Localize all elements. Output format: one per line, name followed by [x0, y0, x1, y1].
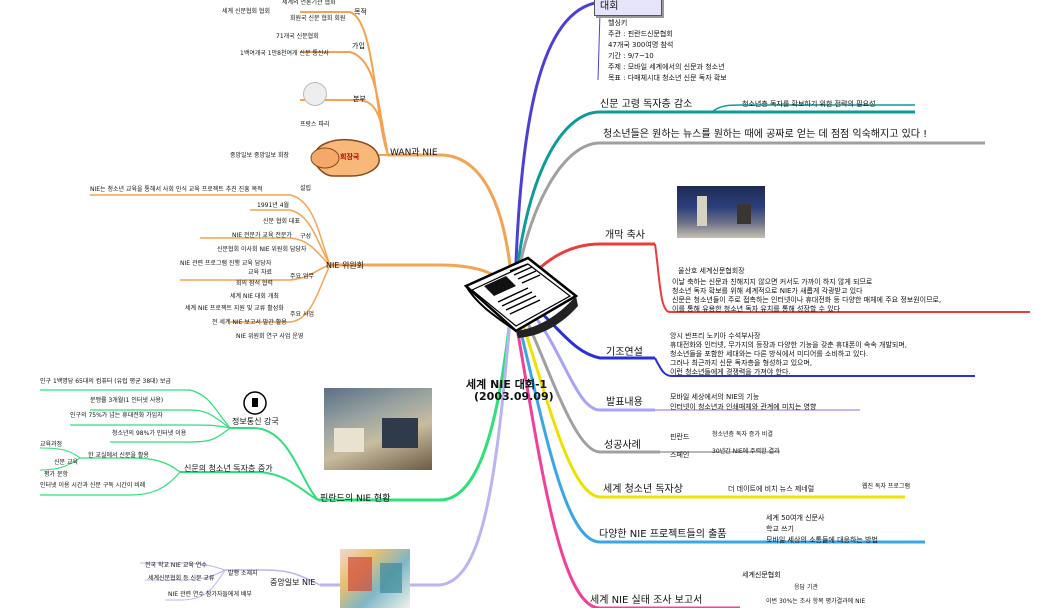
- opening-line: 청소년 독자 확보를 위해 세계적으로 NIE가 새롭게 각광받고 있다: [672, 287, 863, 295]
- finland-item: 한 교실에서 신문을 활용: [88, 452, 149, 459]
- award-note: 더 데이트에 비치 뉴스 제네럴: [728, 485, 815, 493]
- project-item: 학교 쓰기: [766, 525, 794, 533]
- branch-opening-speech[interactable]: 개막 축사: [605, 230, 645, 241]
- nie-head: NIE는 청소년 교육을 통해서 사회 인식 교육 프로젝트 추진 진흥 목적: [90, 186, 263, 193]
- wan-item-note: 세계 신문협회 협회: [222, 8, 270, 15]
- event-box[interactable]: [594, 0, 662, 16]
- center-title: 세계 NIE 대회-1: [466, 378, 548, 391]
- newspaper-icon: [463, 256, 579, 338]
- keynote-line: 청소년들을 포함한 세대와는 다른 방식에서 미디어를 소비하고 있다.: [670, 350, 869, 358]
- survey-item: 이번 30%는 조사 항목 평가결과에 NIE: [766, 598, 866, 605]
- globe-icon: [303, 82, 327, 106]
- branch-nie-projects[interactable]: 다양한 NIE 프로젝트들의 출품: [599, 529, 727, 540]
- opening-photo: [677, 186, 765, 238]
- nie-item: NIE 위원회 연구 사업 운영: [236, 333, 304, 340]
- nie-item: 신문협회 이사회 NIE 위원회 담당자: [217, 246, 307, 253]
- nie-item: NIE 관련 프로그램 진행 교육 담당자: [180, 260, 272, 267]
- branch-nie-committee[interactable]: NIE 위원회: [326, 261, 365, 270]
- event-detail: 주제 : 모바일 세계에서의 신문과 청소년: [608, 63, 725, 71]
- keynote-line: 휴대전화와 인터넷, 무가지의 등장과 다양한 기능을 갖춘 휴대폰이 속속 개…: [670, 341, 907, 349]
- project-item: 모바일 세상의 소통들에 대응하는 방법: [766, 536, 878, 544]
- nie-sub-label: 주요 업무: [290, 273, 314, 280]
- wan-item: 71개국 신문협회: [276, 33, 319, 40]
- nie-item: NIE 전문가 교육 전문가: [232, 232, 292, 239]
- event-detail: 목표 : 다매체시대 청소년 신문 독자 확보: [608, 74, 727, 82]
- nie-item: 전 세계 NIE 보고서 발간 활용: [212, 319, 287, 326]
- wan-badge: 회장국: [340, 153, 360, 161]
- wan-item: 프랑스 파리: [300, 121, 330, 128]
- branch-joongang-nie[interactable]: 중앙일보 NIE: [270, 578, 316, 587]
- presentation-item: 인터넷이 청소년과 인쇄매체와 관계에 미치는 영향: [670, 403, 817, 411]
- finland-sub-label: 신문의 청소년 독자층 증가: [184, 464, 273, 473]
- joongang-item: 세계신문협회 등 신문 교류: [148, 575, 215, 582]
- wan-sub-label: 가입: [352, 42, 365, 50]
- joongang-item: 전국 학교 NIE 교육 연수: [145, 562, 207, 569]
- event-detail: 헬싱키: [608, 19, 628, 27]
- nie-item: 신문 협회 대표: [263, 218, 300, 225]
- opening-speaker: 울산호 세계신문협회장: [678, 267, 745, 275]
- award-extra: 웹진 독자 프로그램: [862, 483, 910, 490]
- joongang-brochure-photo: [340, 549, 410, 608]
- case-desc: 청소년층 독자 증가 비결: [712, 431, 773, 438]
- branch-success-cases[interactable]: 성공사례: [604, 440, 641, 451]
- branch-survey-report[interactable]: 세계 NIE 실태 조사 보고서: [590, 595, 703, 606]
- finland-note: 교육과정: [40, 441, 63, 448]
- opening-line: 신문은 청소년들이 주로 접촉하는 인터넷이나 휴대전화 등 다양한 매체에 주…: [672, 296, 942, 304]
- classroom-photo: [324, 388, 432, 470]
- branch-youth-reader-award[interactable]: 세계 청소년 독자상: [603, 484, 683, 495]
- branch-keynote[interactable]: 기조연설: [606, 347, 643, 358]
- keynote-speaker: 앙시 반프리 노키아 수석부사장: [670, 332, 761, 340]
- wan-item: 중앙일보 중앙일보 회장: [230, 152, 290, 159]
- nie-sub-label: 구성: [300, 233, 312, 240]
- finland-note: 신문 교육: [54, 459, 78, 466]
- joongang-item: NIE 관련 연수 참가자들에게 배부: [168, 591, 252, 598]
- finland-item: 인구의 75%가 넘는 휴대전화 가입자: [70, 412, 163, 419]
- event-box-label: 대회: [600, 1, 619, 12]
- nie-item: 1991년 4월: [257, 202, 290, 209]
- info-icon: [243, 391, 267, 415]
- keynote-line: 이런 청소년들에게 경쟁력을 가져야 한다.: [670, 368, 791, 376]
- center-date: (2003.09.09): [474, 390, 554, 403]
- nie-item: 세계 NIE 프로젝트 지원 및 교류 활성화: [185, 305, 284, 312]
- opening-line: 이날 축하는 신문과 친해지지 않으면 커서도 가까이 하지 않게 되므로: [672, 278, 873, 286]
- wan-sub-label: 본부: [353, 95, 366, 103]
- case-desc: 30년간 NIE에 주력한 결과: [712, 448, 780, 455]
- nie-sub-label: 설립: [300, 185, 312, 192]
- branch-presentations[interactable]: 발표내용: [606, 397, 643, 408]
- wan-item: 세계의 언론기관 협회: [282, 0, 336, 6]
- finland-item: 인터넷 이용 시간과 신문 구독 시간이 비례: [40, 482, 146, 489]
- survey-item: 세계신문협회: [742, 571, 781, 579]
- keynote-line: 그러나 최근까지 신문 독자층을 형성하고 있으며,: [670, 359, 813, 367]
- event-detail: 기간 : 9/7~10: [608, 52, 654, 60]
- branch-aging-readers-note: 청소년층 독자를 확보하기 위한 전략의 필요성: [742, 100, 876, 108]
- presentation-item: 모바일 세상에서의 NIE의 기능: [670, 393, 760, 401]
- project-item: 세계 50여개 신문사: [766, 514, 825, 522]
- finland-item: 문맹률 3개월(1 인터넷 사용): [90, 397, 164, 404]
- event-detail: 주관 : 핀란드신문협회: [608, 30, 673, 38]
- finland-item: 인구 1백명당 65대의 컴퓨터 (유럽 평균 38대) 보급: [40, 378, 171, 385]
- event-detail: 47개국 300여명 참석: [608, 41, 674, 49]
- case-name: 스페인: [670, 451, 690, 459]
- wan-item: 회원국 신문 협회 회원: [290, 15, 346, 22]
- opening-line: 이를 통해 유용한 청소년 독자 유치를 통해 성장할 수 있다: [672, 305, 841, 313]
- branch-youth-free-news[interactable]: 청소년들은 원하는 뉴스를 원하는 때에 공짜로 얻는 데 점점 익숙해지고 있…: [603, 129, 928, 140]
- finland-sub-label: 정보통신 강국: [232, 417, 279, 426]
- branch-aging-readers[interactable]: 신문 고령 독자층 감소: [600, 99, 693, 110]
- case-name: 핀란드: [670, 433, 690, 441]
- nie-item: 회의 참석 협력: [236, 280, 273, 287]
- joongang-sub: 발행 소재지: [228, 570, 258, 577]
- branch-wan-nie[interactable]: WAN과 NIE: [390, 148, 438, 158]
- nie-sub-label: 주요 사업: [290, 311, 314, 318]
- finland-item: 청소년의 98%가 인터넷 이용: [112, 430, 187, 437]
- wan-sub-label: 목적: [354, 8, 367, 16]
- finland-note: 평가 문항: [44, 471, 68, 478]
- nie-item: 교육 자료: [248, 269, 272, 276]
- speaker-figure-icon: [310, 138, 380, 177]
- wan-item: 1백여개국 1만8천여개 신문 통신사: [240, 50, 329, 57]
- branch-finland-nie[interactable]: 핀란드의 NIE 현황: [320, 494, 391, 504]
- nie-item: 세계 NIE 대회 개최: [230, 293, 279, 300]
- survey-item: 응답 기관: [794, 584, 818, 591]
